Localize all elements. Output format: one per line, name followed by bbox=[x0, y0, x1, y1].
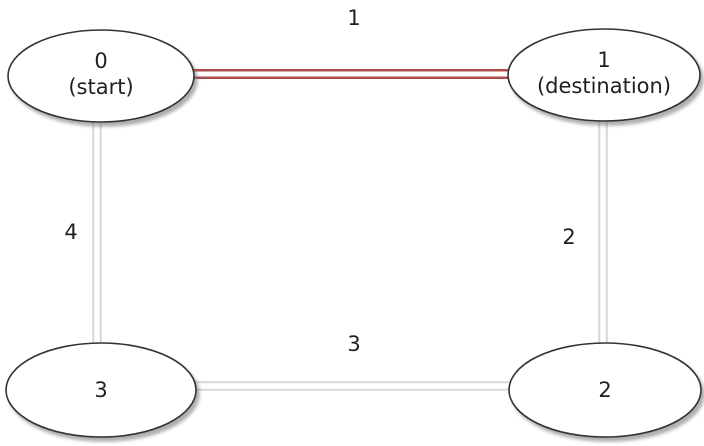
node-0: 0 (start) bbox=[7, 29, 195, 123]
nodes-layer: 0 (start) 1 (destination) 3 2 bbox=[5, 28, 702, 438]
node-2: 2 bbox=[508, 342, 702, 438]
node-0-label: 0 bbox=[94, 49, 107, 73]
node-1-sublabel: (destination) bbox=[537, 74, 671, 98]
node-3: 3 bbox=[5, 342, 197, 438]
node-1-label: 1 bbox=[597, 48, 610, 72]
node-2-label: 2 bbox=[598, 378, 611, 402]
edge-labels-layer: 1 4 2 3 bbox=[64, 6, 575, 356]
edge-0-1-weight: 1 bbox=[347, 6, 360, 30]
edge-3-2-weight: 3 bbox=[347, 332, 360, 356]
node-3-ellipse bbox=[5, 342, 197, 438]
edge-0-3-weight: 4 bbox=[64, 220, 77, 244]
node-0-ellipse bbox=[7, 29, 195, 123]
node-1-ellipse bbox=[507, 28, 701, 122]
edge-1-2-weight: 2 bbox=[562, 225, 575, 249]
edges-layer bbox=[92, 69, 608, 391]
node-0-sublabel: (start) bbox=[68, 75, 133, 99]
node-1: 1 (destination) bbox=[507, 28, 701, 122]
node-3-label: 3 bbox=[94, 378, 107, 402]
node-2-ellipse bbox=[508, 342, 702, 438]
